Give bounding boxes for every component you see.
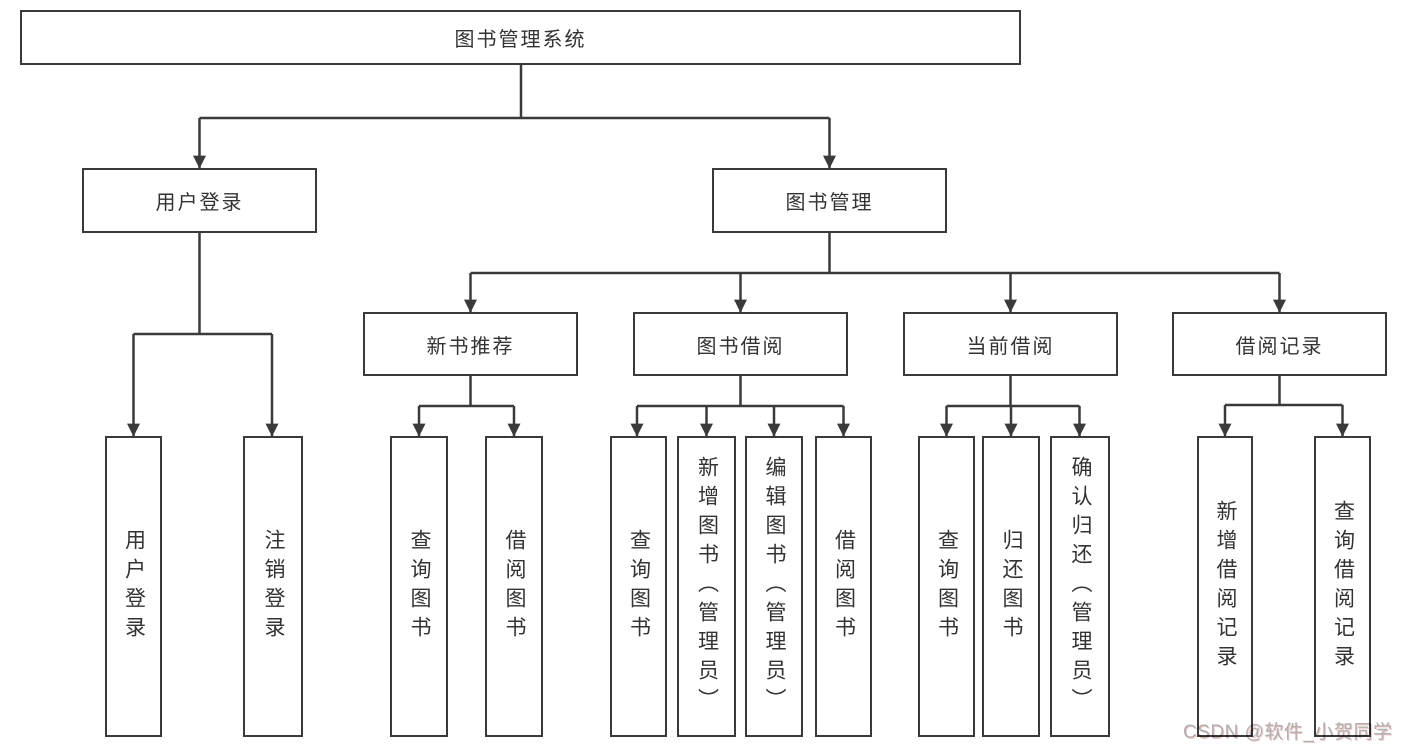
node-book-management: 图书管理 (712, 168, 947, 233)
node-current-borrowing: 当前借阅 (903, 312, 1118, 376)
leaf-add-books-admin: 新增图书（管理员） (677, 436, 736, 737)
leaf-return-books: 归还图书 (982, 436, 1040, 737)
tree-arrows (127, 118, 1349, 437)
leaf-query-borrow-record: 查询借阅记录 (1314, 436, 1371, 737)
leaf-query-books-borrowing: 查询图书 (610, 436, 667, 737)
node-book-borrowing: 图书借阅 (633, 312, 848, 376)
leaf-user-login: 用户登录 (105, 436, 162, 737)
leaf-query-books-recommend: 查询图书 (390, 436, 448, 737)
leaf-add-borrow-record: 新增借阅记录 (1197, 436, 1253, 737)
node-user-login: 用户登录 (82, 168, 317, 233)
leaf-logout: 注销登录 (243, 436, 303, 737)
node-borrowing-records: 借阅记录 (1172, 312, 1387, 376)
leaf-edit-books-admin: 编辑图书（管理员） (745, 436, 803, 737)
tree-rails (133, 65, 1343, 408)
node-new-book-recommendation: 新书推荐 (363, 312, 578, 376)
leaf-confirm-return-admin: 确认归还（管理员） (1050, 436, 1110, 737)
watermark: CSDN @软件_小贺同学 (1183, 722, 1393, 743)
leaf-query-books-current: 查询图书 (918, 436, 975, 737)
leaf-borrow-books-recommend: 借阅图书 (485, 436, 543, 737)
leaf-borrow-books-borrowing: 借阅图书 (815, 436, 872, 737)
node-root: 图书管理系统 (20, 10, 1021, 65)
